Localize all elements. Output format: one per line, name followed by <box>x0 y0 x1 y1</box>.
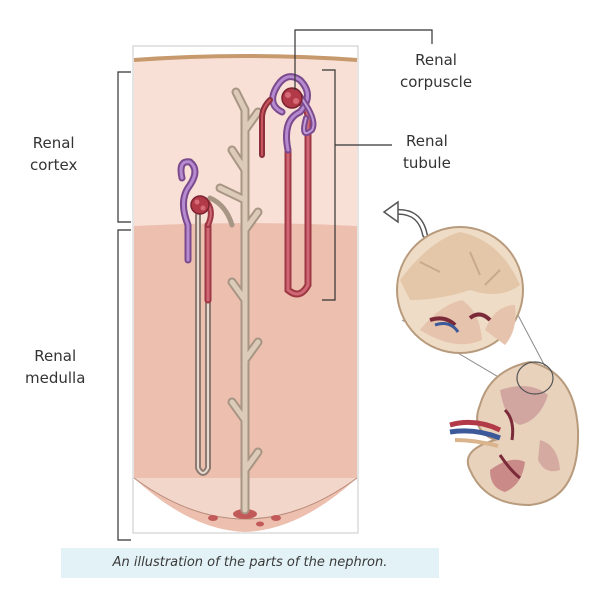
medulla-bracket <box>117 229 131 541</box>
diagram-frame <box>132 45 359 534</box>
kidney-cross-section <box>449 360 580 507</box>
renal-capsule <box>133 54 358 62</box>
curved-arrow-icon <box>382 200 428 238</box>
papilla-duct-opening <box>256 521 264 527</box>
glomerulus-right <box>281 87 303 109</box>
nephron-long-loop <box>177 158 235 476</box>
corpuscle-pointer <box>294 29 433 90</box>
magnified-cortex-circle <box>396 226 549 386</box>
cortex-bracket <box>117 71 131 223</box>
tubule-bracket <box>322 69 336 301</box>
papilla-duct-opening <box>271 515 281 521</box>
figure-caption: An illustration of the parts of the neph… <box>61 548 439 578</box>
papilla-duct-opening <box>208 515 218 521</box>
glomerulus-left <box>190 195 210 215</box>
nephron-short-loop <box>259 73 317 298</box>
